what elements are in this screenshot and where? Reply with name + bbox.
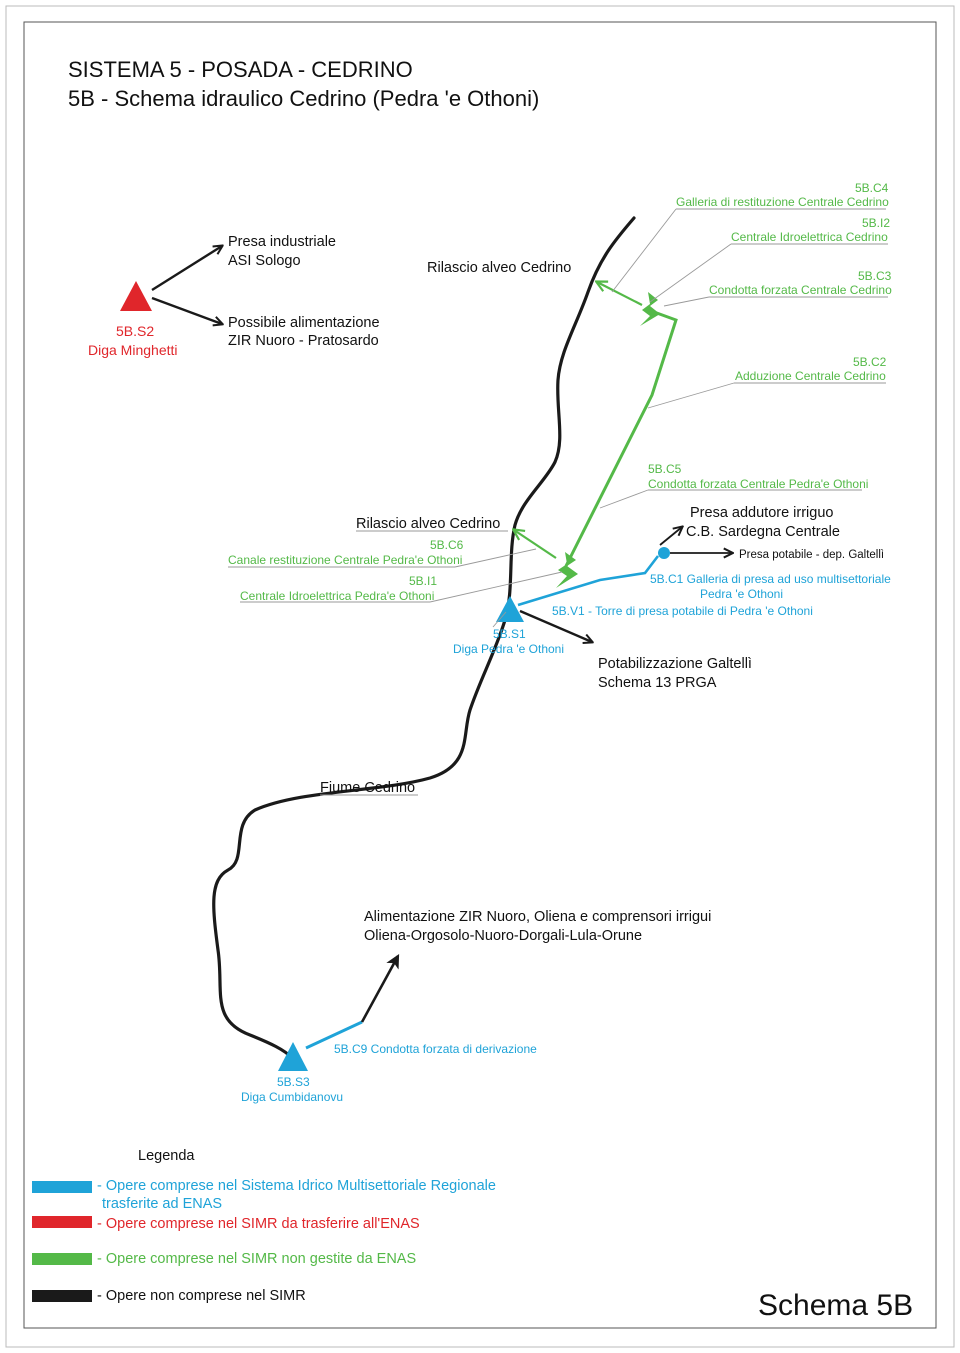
galleria-restituzione-cedrino (597, 282, 643, 306)
label-i1-name: Centrale Idroelettrica Pedra'e Othoni (240, 589, 434, 603)
circle-intake-icon (658, 547, 670, 559)
outer-frame (5, 5, 955, 1348)
arrow-potabilizzazione (519, 609, 592, 642)
label-i1-code: 5B.I1 (409, 574, 437, 588)
dam-cumbidanovu-icon (278, 1042, 308, 1071)
legend-title: Legenda (138, 1148, 195, 1164)
label-asi-sologo: ASI Sologo (228, 253, 301, 269)
arrow-presa-addutore (659, 527, 682, 546)
legend-black: - Opere non comprese nel SIMR (97, 1288, 306, 1304)
label-c1-line2: Pedra 'e Othoni (700, 587, 783, 601)
arrow-alimentazione-zir (360, 953, 400, 1023)
label-c2-code: 5B.C2 (853, 355, 887, 369)
leader-lines (228, 208, 888, 796)
dam-minghetti-icon (120, 281, 152, 311)
label-possibile-alimentazione: Possibile alimentazione (228, 315, 380, 331)
label-c3-name: Condotta forzata Centrale Cedrino (709, 283, 892, 297)
label-s3-name: Diga Cumbidanovu (241, 1090, 343, 1104)
canale-restituzione-pedra (514, 530, 557, 559)
label-c4-code: 5B.C4 (855, 181, 889, 195)
label-rilascio-mid: Rilascio alveo Cedrino (356, 516, 500, 532)
lightning-bolt-icon (556, 552, 578, 588)
label-s2-code: 5B.S2 (116, 323, 154, 339)
label-c9: 5B.C9 Condotta forzata di derivazione (334, 1042, 537, 1056)
label-alimentazione-zir: Alimentazione ZIR Nuoro, Oliena e compre… (364, 909, 711, 925)
label-cb-sardegna: C.B. Sardegna Centrale (686, 524, 840, 540)
label-presa-potabile: Presa potabile - dep. Galtellì (739, 549, 884, 561)
river-cedrino (212, 216, 636, 1060)
label-s2-name: Diga Minghetti (88, 342, 178, 358)
galleria-presa-multisettoriale (517, 555, 660, 607)
label-schema-13: Schema 13 PRGA (598, 675, 717, 691)
label-c2-name: Adduzione Centrale Cedrino (735, 369, 886, 383)
label-c5-code: 5B.C5 (648, 462, 682, 476)
label-presa-addutore: Presa addutore irriguo (690, 505, 833, 521)
arrow-to-presa-industriale (151, 246, 222, 292)
schema-label: Schema 5B (758, 1289, 913, 1322)
label-s1-name: Diga Pedra 'e Othoni (453, 642, 564, 656)
legend-blue-line2: trasferite ad ENAS (102, 1196, 222, 1212)
title-line-2: 5B - Schema idraulico Cedrino (Pedra 'e … (68, 86, 539, 111)
label-v1: 5B.V1 - Torre di presa potabile di Pedra… (552, 604, 813, 618)
label-i2-name: Centrale Idroelettrica Cedrino (731, 230, 888, 244)
arrow-to-possibile-alimentazione (151, 296, 222, 324)
label-s1-code: 5B.S1 (493, 627, 526, 641)
label-zir-nuoro: ZIR Nuoro - Pratosardo (228, 333, 379, 349)
legend-green: - Opere comprese nel SIMR non gestite da… (97, 1251, 416, 1267)
label-fiume-cedrino: Fiume Cedrino (320, 780, 415, 796)
label-c6-name: Canale restituzione Centrale Pedra'e Oth… (228, 553, 462, 567)
condotta-forzata-derivazione (305, 1020, 363, 1050)
label-c1-line1: 5B.C1 Galleria di presa ad uso multisett… (650, 572, 891, 586)
label-presa-industriale: Presa industriale (228, 234, 336, 250)
label-c3-code: 5B.C3 (858, 269, 892, 283)
legend-swatch-red (32, 1216, 92, 1228)
label-s3-code: 5B.S3 (277, 1075, 310, 1089)
label-potabilizzazione: Potabilizzazione Galtellì (598, 656, 752, 672)
adduzione-centrale-cedrino (564, 310, 678, 567)
label-i2-code: 5B.I2 (862, 216, 890, 230)
page-frame (23, 21, 937, 1329)
label-c5-name: Condotta forzata Centrale Pedra'e Othoni (648, 477, 868, 491)
legend-swatch-blue (32, 1181, 92, 1193)
legend-red: - Opere comprese nel SIMR da trasferire … (97, 1216, 420, 1232)
label-rilascio-top: Rilascio alveo Cedrino (427, 260, 571, 276)
label-c4-name: Galleria di restituzione Centrale Cedrin… (676, 195, 889, 209)
legend-blue-line1: - Opere comprese nel Sistema Idrico Mult… (97, 1178, 496, 1194)
legend-swatch-black (32, 1290, 92, 1302)
legend-swatch-green (32, 1253, 92, 1265)
legend: Legenda - Opere comprese nel Sistema Idr… (32, 1148, 496, 1304)
lightning-bolt-icon (640, 292, 660, 326)
title-line-1: SISTEMA 5 - POSADA - CEDRINO (68, 57, 413, 82)
label-oliena-orgosolo: Oliena-Orgosolo-Nuoro-Dorgali-Lula-Orune (364, 928, 642, 944)
label-c6-code: 5B.C6 (430, 538, 464, 552)
